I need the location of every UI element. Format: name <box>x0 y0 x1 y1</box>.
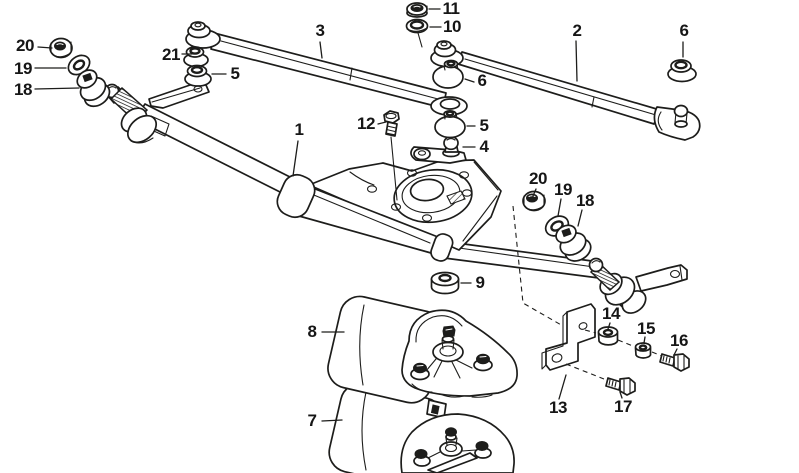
part-label-18-center: 18 <box>576 191 594 210</box>
part-label-6-center: 6 <box>477 71 487 90</box>
part-label-20-left: 20 <box>16 36 34 55</box>
part-label-9: 9 <box>475 273 485 292</box>
bushing-18-center <box>555 224 592 262</box>
part-label-1: 1 <box>294 120 304 139</box>
part-label-15: 15 <box>637 319 655 338</box>
screw-12 <box>383 110 400 137</box>
bolt-17 <box>605 377 636 396</box>
part-label-16: 16 <box>670 331 688 350</box>
part-label-5-upper: 5 <box>230 64 240 83</box>
part-label-5-center: 5 <box>479 116 489 135</box>
part-label-19-center: 19 <box>554 180 572 199</box>
bushing-15 <box>634 342 652 359</box>
grommet-21 <box>183 46 209 68</box>
linkage-rod-2 <box>430 40 701 141</box>
callout-leader-lines <box>34 8 684 422</box>
grommet-6-right <box>667 59 697 83</box>
grommet-5-upper <box>184 64 212 87</box>
part-label-20-center: 20 <box>529 169 547 188</box>
part-label-4: 4 <box>479 137 489 156</box>
nut-20-center <box>522 190 546 212</box>
bolt-16 <box>659 353 690 372</box>
wiper-motor-7-gearbox <box>400 413 515 473</box>
center-mount-plate <box>308 159 502 251</box>
part-label-21: 21 <box>162 45 180 64</box>
bushing-6-center <box>432 59 464 89</box>
part-label-7: 7 <box>307 411 317 430</box>
part-label-13: 13 <box>549 398 567 417</box>
bushing-14 <box>597 326 619 346</box>
bushing-18-left <box>76 69 111 108</box>
frame-center-tube <box>276 173 454 262</box>
part-label-10: 10 <box>443 17 461 36</box>
part-label-6-right: 6 <box>679 21 689 40</box>
part-label-8: 8 <box>307 322 317 341</box>
washer-9 <box>430 271 460 295</box>
washer-10 <box>405 18 429 34</box>
right-wiper-bearing <box>588 257 688 314</box>
nut-20-left <box>49 37 73 59</box>
mounting-bracket-13 <box>541 303 596 371</box>
crank-arm-and-ball-stud <box>410 135 467 164</box>
part-label-2: 2 <box>572 21 582 40</box>
part-label-12: 12 <box>357 114 375 133</box>
bushing-5-center <box>434 109 466 139</box>
part-label-18-left: 18 <box>14 80 32 99</box>
nut-11 <box>406 2 428 18</box>
part-label-11: 11 <box>442 0 460 18</box>
linkage-rod-3 <box>185 21 468 116</box>
assembly-dash-lines <box>390 32 663 380</box>
part-label-17: 17 <box>614 397 632 416</box>
part-label-19-left: 19 <box>14 59 32 78</box>
frame-left-tube <box>134 103 291 194</box>
part-label-3: 3 <box>315 21 325 40</box>
part-label-14: 14 <box>602 304 620 323</box>
wiper-motor-8 <box>327 295 518 419</box>
